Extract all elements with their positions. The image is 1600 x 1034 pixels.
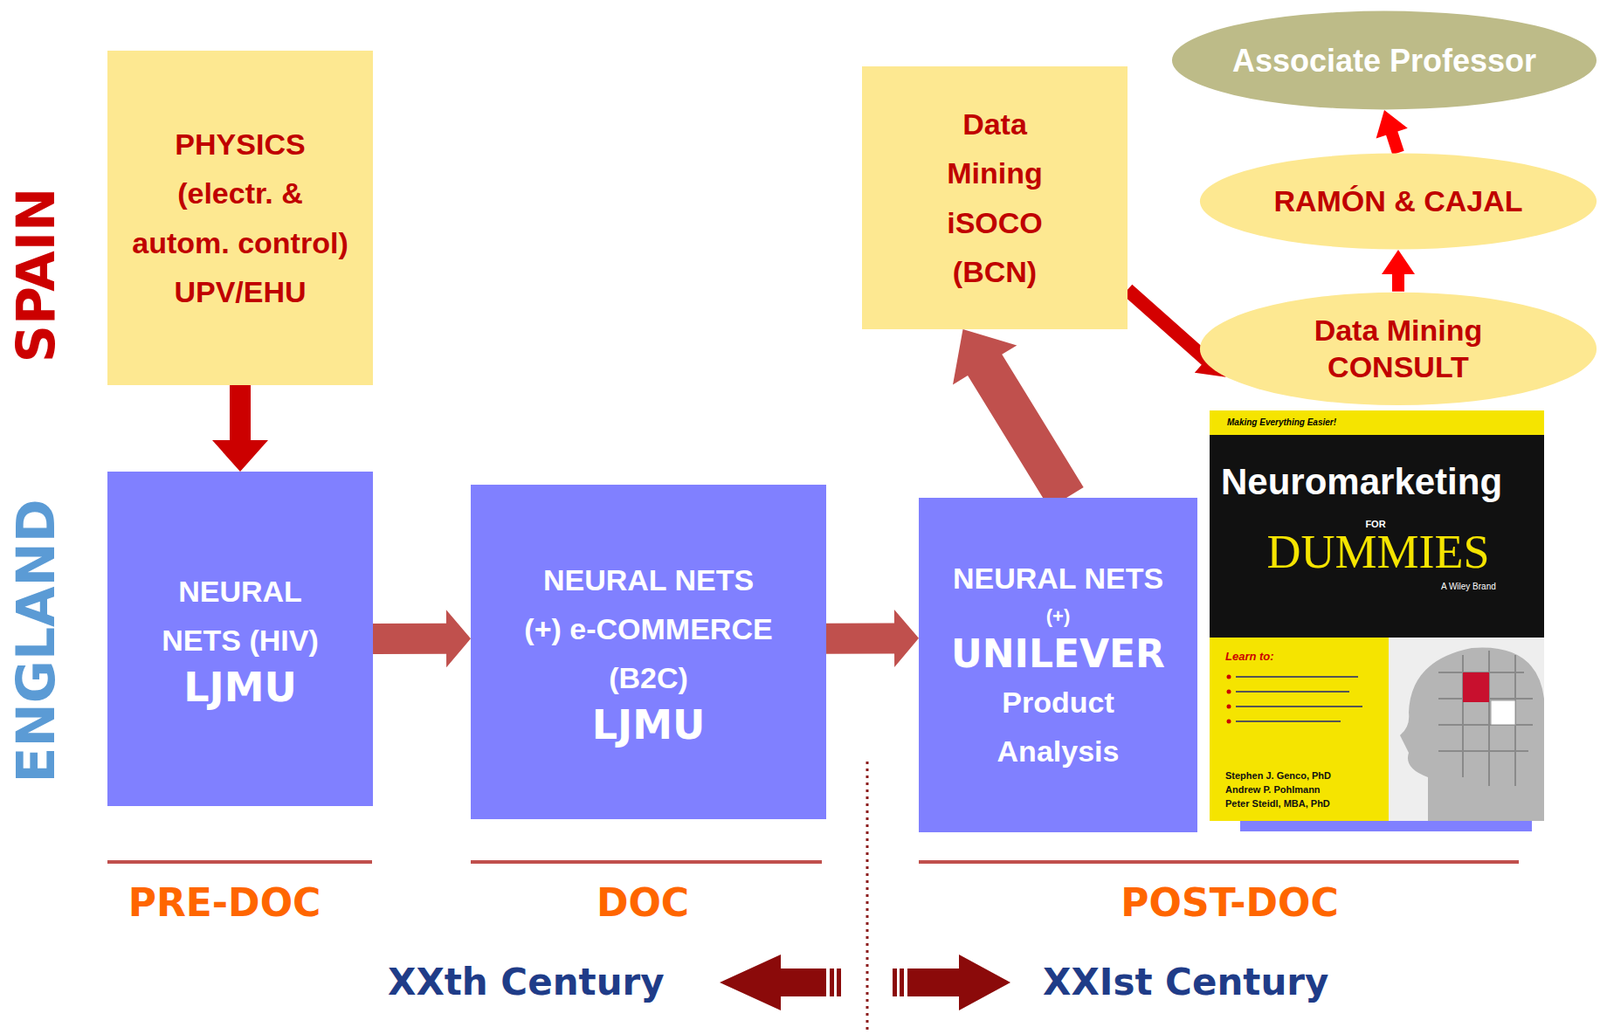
book-tagline: Making Everything Easier! <box>1227 417 1337 428</box>
book-title: DUMMIES <box>1266 524 1490 580</box>
node-text: UNILEVER <box>951 629 1166 678</box>
book-author: Peter Steidl, MBA, PhD <box>1225 798 1331 810</box>
node-text: LJMU <box>592 702 706 749</box>
career-ellipse: Data Mining CONSULT <box>1199 291 1598 407</box>
flow-arrow <box>212 385 269 472</box>
research-box: NEURAL NETS(+)UNILEVERProduct Analysis <box>918 497 1198 833</box>
career-ellipse: Associate Professor <box>1171 10 1598 111</box>
book-cover <box>1209 410 1545 821</box>
ellipse-fill <box>1172 11 1597 111</box>
ellipse-shape <box>1199 291 1598 407</box>
head-illustration <box>1400 647 1545 821</box>
flow-arrow <box>1376 110 1408 155</box>
node-text: Product Analysis <box>943 677 1173 776</box>
bullet <box>1227 704 1232 710</box>
bullet-line <box>1235 675 1359 678</box>
puzzle-lines <box>1438 650 1533 787</box>
puzzle-piece <box>1462 672 1490 703</box>
century-arrow <box>719 954 781 1011</box>
node-text: Data Mining iSOCO (BCN) <box>914 99 1076 296</box>
century-arrow <box>829 968 835 997</box>
job-box: Data Mining iSOCO (BCN) <box>862 66 1128 330</box>
phase-label: POST-DOC <box>1120 881 1338 926</box>
research-box: NEURAL NETS (HIV)LJMU <box>107 471 373 807</box>
research-box: NEURAL NETS (+) e-COMMERCE (B2C)LJMU <box>470 484 827 820</box>
bullet <box>1227 675 1232 680</box>
bullet <box>1227 719 1232 725</box>
book-author: Andrew P. Pohlmann <box>1225 784 1321 796</box>
flow-arrow <box>372 609 471 668</box>
puzzle-piece <box>1490 700 1516 725</box>
bullet-line <box>1235 720 1341 723</box>
node-text: RAMÓN & CAJAL <box>1273 182 1523 221</box>
node-text: NEURAL NETS <box>952 553 1164 603</box>
phase-line <box>470 860 822 864</box>
career-ellipse: RAMÓN & CAJAL <box>1199 152 1598 250</box>
century-arrow <box>892 968 897 997</box>
book-picture <box>1388 637 1545 821</box>
century-label: XXIst Century <box>1042 961 1329 1004</box>
node-text: (+) <box>1046 603 1071 631</box>
phase-line <box>918 860 1519 864</box>
bullet-line <box>1235 690 1350 693</box>
book-title: Neuromarketing <box>1220 461 1503 504</box>
ellipse-fill <box>1200 291 1597 405</box>
century-arrow <box>836 968 842 997</box>
education-box: PHYSICS (electr. & autom. control) UPV/E… <box>107 50 373 386</box>
book-author: Stephen J. Genco, PhD <box>1225 770 1332 782</box>
flow-arrow <box>1381 249 1415 292</box>
bullet <box>1227 689 1232 695</box>
node-text: Data Mining CONSULT <box>1303 311 1493 387</box>
century-arrow <box>907 968 960 997</box>
century-label: XXth Century <box>387 961 665 1004</box>
century-arrow <box>958 954 1011 1011</box>
flow-arrow <box>952 329 1084 509</box>
node-text: PHYSICS (electr. & autom. control) UPV/E… <box>124 119 356 316</box>
century-divider <box>866 761 869 1034</box>
node-text: NEURAL NETS (HIV) <box>142 566 338 665</box>
bullet-line <box>1235 705 1363 708</box>
node-text: LJMU <box>183 664 297 711</box>
node-text: Associate Professor <box>1232 41 1537 81</box>
country-label: SPAIN <box>6 187 67 364</box>
book-brand: A Wiley Brand <box>1441 581 1497 593</box>
ellipse-fill <box>1200 153 1597 250</box>
phase-label: PRE-DOC <box>128 881 322 926</box>
phase-label: DOC <box>596 881 690 926</box>
book-band <box>1209 434 1545 638</box>
book-background <box>1209 410 1545 821</box>
century-arrow <box>899 968 904 997</box>
country-label: ENGLAND <box>6 498 67 783</box>
book-heading: Learn to: <box>1225 650 1275 664</box>
flow-arrow <box>826 609 919 668</box>
node-text: NEURAL NETS (+) e-COMMERCE (B2C) <box>523 555 774 703</box>
phase-line <box>107 860 373 864</box>
century-arrow <box>780 968 827 997</box>
